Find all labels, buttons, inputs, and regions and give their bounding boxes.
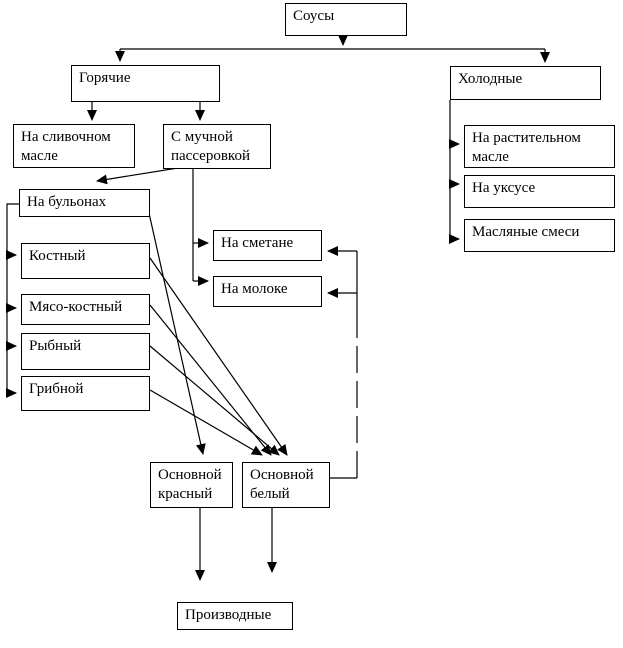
node-bone: Костный: [21, 243, 150, 279]
node-broths: На бульонах: [19, 189, 150, 217]
node-fish: Рыбный: [21, 333, 150, 370]
node-basic-red: Основной красный: [150, 462, 233, 508]
node-sour-cream: На сметане: [213, 230, 322, 261]
edge-mushroom-white: [149, 389, 263, 456]
node-derivatives: Производные: [177, 602, 293, 630]
node-butter: На сливочном масле: [13, 124, 135, 168]
node-veg-oil: На растительном масле: [464, 125, 615, 168]
edge-roux-broths: [96, 167, 179, 185]
node-meat-bone: Мясо-костный: [21, 294, 150, 325]
node-butter-mix: Масляные смеси: [464, 219, 615, 252]
edge-meatbone-white: [149, 304, 272, 456]
node-milk: На молоке: [213, 276, 322, 307]
node-hot: Горячие: [71, 65, 220, 102]
node-roux: С мучной пассеровкой: [163, 124, 271, 169]
node-vinegar: На уксусе: [464, 175, 615, 208]
edge-broths-red: [148, 212, 206, 455]
edge-fish-white: [149, 345, 280, 456]
node-cold: Холодные: [450, 66, 601, 100]
edge-broths-rail: [6, 203, 19, 393]
node-sauces: Соусы: [285, 3, 407, 36]
edge-bone-white: [149, 257, 288, 456]
node-mushroom: Грибной: [21, 376, 150, 411]
node-basic-white: Основной белый: [242, 462, 330, 508]
